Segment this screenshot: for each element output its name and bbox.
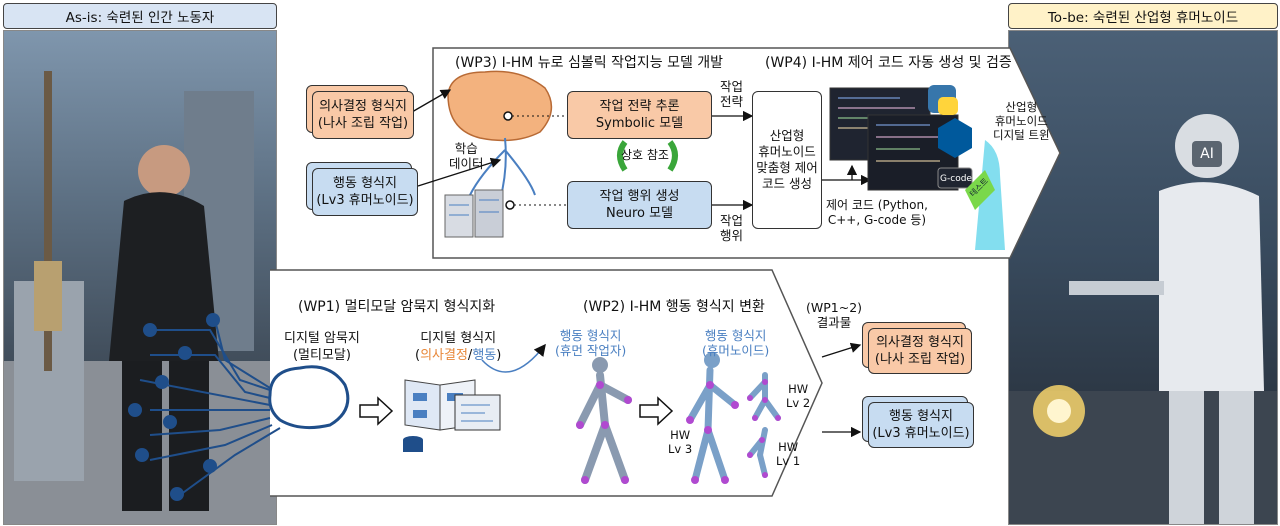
pose-joints (576, 381, 632, 484)
human-action-label: 행동 형식지 (휴먼 작업자) (555, 328, 626, 358)
hw-lv3-line2: Lv 3 (668, 442, 693, 456)
result-decision-box: 의사결정 형식지 (나사 조립 작업) (868, 328, 972, 374)
strategy-line2: 전략 (720, 94, 744, 109)
result-decision-line1: 의사결정 형식지 (876, 335, 964, 350)
as-is-title: As-is: 숙련된 인간 노동자 (3, 3, 277, 29)
hw-lv2-line1: HW (788, 382, 809, 396)
tacit-knowledge-label: 디지털 암묵지 (멀티모달) (284, 330, 360, 364)
action-label: 작업 행위 (720, 213, 743, 243)
wp3-input-decision-line2: (나사 조립 작업) (317, 116, 409, 131)
results-title: (WP1~2) 결과물 (806, 300, 862, 330)
hollow-arrow-1 (359, 396, 394, 426)
python-icon (928, 85, 958, 115)
human-line1: 행동 형식지 (559, 328, 622, 343)
humanoid-lv3-icon (686, 366, 739, 484)
hw-lv3-label: HW Lv 3 (668, 428, 692, 456)
code-caption-line2: C++, G-code 등) (827, 213, 927, 227)
hw-lv3-line1: HW (670, 428, 691, 442)
humanoid-line2: (휴머노이드) (702, 343, 770, 358)
human-worker-photo (3, 30, 277, 525)
learning-data-line1: 학습 (454, 141, 478, 156)
wp1-title: (WP1) 멀티모달 암묵지 형식지화 (298, 299, 496, 315)
explicit-action: 행동 (472, 348, 497, 363)
generator-line2: 휴머노이드 (758, 144, 816, 159)
wp3-title: (WP3) I-HM 뉴로 심볼릭 작업지능 모델 개발 (455, 55, 724, 71)
ai-chip: AI (1192, 141, 1222, 167)
strategy-label: 작업 전략 (720, 79, 743, 109)
hollow-arrow-2 (639, 396, 674, 426)
brain-icon (447, 70, 553, 142)
results-line1: (WP1~2) (806, 300, 863, 315)
generator-line3: 맞춤형 제어 (756, 160, 818, 175)
neuro-model-box: 작업 행위 생성 Neuro 모델 (567, 181, 712, 229)
to-be-title: To-be: 숙련된 산업형 휴머노이드 (1008, 3, 1278, 29)
document-flowchart-icon (403, 379, 501, 452)
wp4-title: (WP4) I-HM 제어 코드 자동 생성 및 검증 (765, 55, 1012, 71)
tacit-line2: (멀티모달) (292, 348, 351, 363)
hw-lv1-line1: HW (778, 440, 799, 454)
code-generator-box: 산업형 휴머노이드 맞춤형 제어 코드 생성 (752, 91, 822, 229)
gcode-label: G-code (940, 174, 972, 184)
result-action-line2: (Lv3 휴머노이드) (872, 426, 970, 441)
server-icon (444, 189, 504, 238)
strategy-line1: 작업 (720, 79, 744, 94)
wp2-title: (WP2) I-HM 행동 형식지 변환 (583, 299, 765, 315)
cpp-icon (938, 118, 972, 158)
explicit-knowledge-label: 디지털 형식지 (의사결정/행동) (415, 330, 501, 364)
neuro-line2: Neuro 모델 (605, 206, 674, 221)
explicit-slash: / (467, 348, 473, 363)
wp3-input-action-line2: (Lv3 휴머노이드) (316, 193, 414, 208)
wp3-input-decision-line1: 의사결정 형식지 (319, 99, 407, 114)
symbolic-line1: 작업 전략 추론 (599, 99, 680, 114)
symbolic-model-box: 작업 전략 추론 Symbolic 모델 (567, 91, 712, 139)
test-arrow-icon (965, 170, 995, 210)
twin-line3: 디지털 트윈 (993, 128, 1050, 142)
hw-lv2-line2: Lv 2 (786, 396, 811, 410)
humanoid-robot-photo: AI (1008, 30, 1278, 525)
tacit-brain-icon (128, 313, 350, 501)
action-line1: 작업 (720, 213, 744, 228)
human-line2: (휴먼 작업자) (555, 343, 627, 358)
generator-line4: 코드 생성 (762, 176, 812, 191)
neuro-line1: 작업 행위 생성 (599, 189, 680, 204)
result-action-box: 행동 형식지 (Lv3 휴머노이드) (868, 402, 974, 448)
learning-data-label: 학습 데이터 (449, 141, 484, 171)
wp3-input-decision: 의사결정 형식지 (나사 조립 작업) (312, 91, 414, 139)
results-line2: 결과물 (816, 315, 852, 330)
gcode-badge (937, 167, 973, 189)
learning-data-line2: 데이터 (449, 156, 484, 171)
result-decision-line2: (나사 조립 작업) (874, 352, 966, 367)
humanoid-line1: 행동 형식지 (704, 328, 767, 343)
code-caption-line1: 제어 코드 (Python, (826, 198, 928, 212)
explicit-open-paren: ( (415, 348, 421, 363)
twin-line1: 산업형 (1005, 100, 1038, 114)
generator-line1: 산업형 (769, 128, 805, 143)
explicit-line1: 디지털 형식지 (420, 331, 497, 346)
explicit-close-paren: ) (496, 348, 502, 363)
hw-lv2-label: HW Lv 2 (786, 382, 810, 410)
tacit-line1: 디지털 암묵지 (284, 331, 360, 346)
symbolic-line2: Symbolic 모델 (595, 116, 684, 131)
mutual-ref-label: 상호 참조 (621, 148, 669, 162)
robot-illustration (1009, 114, 1277, 524)
code-caption: 제어 코드 (Python, C++, G-code 등) (826, 198, 928, 228)
action-line2: 행위 (720, 228, 744, 243)
explicit-decision: 의사결정 (420, 348, 468, 363)
hw-lv1-label: HW Lv 1 (776, 440, 800, 468)
wp3-input-action: 행동 형식지 (Lv3 휴머노이드) (312, 168, 418, 216)
explicit-line2: (의사결정/행동) (415, 347, 501, 364)
result-action-line1: 행동 형식지 (889, 409, 953, 424)
hw-lv1-line2: Lv 1 (776, 454, 801, 468)
wp3-input-action-line1: 행동 형식지 (333, 176, 397, 191)
twin-line2: 휴머노이드 (994, 114, 1048, 128)
digital-twin-label: 산업형 휴머노이드 디지털 트윈 (993, 100, 1050, 142)
humanoid-action-label: 행동 형식지 (휴머노이드) (702, 328, 769, 358)
